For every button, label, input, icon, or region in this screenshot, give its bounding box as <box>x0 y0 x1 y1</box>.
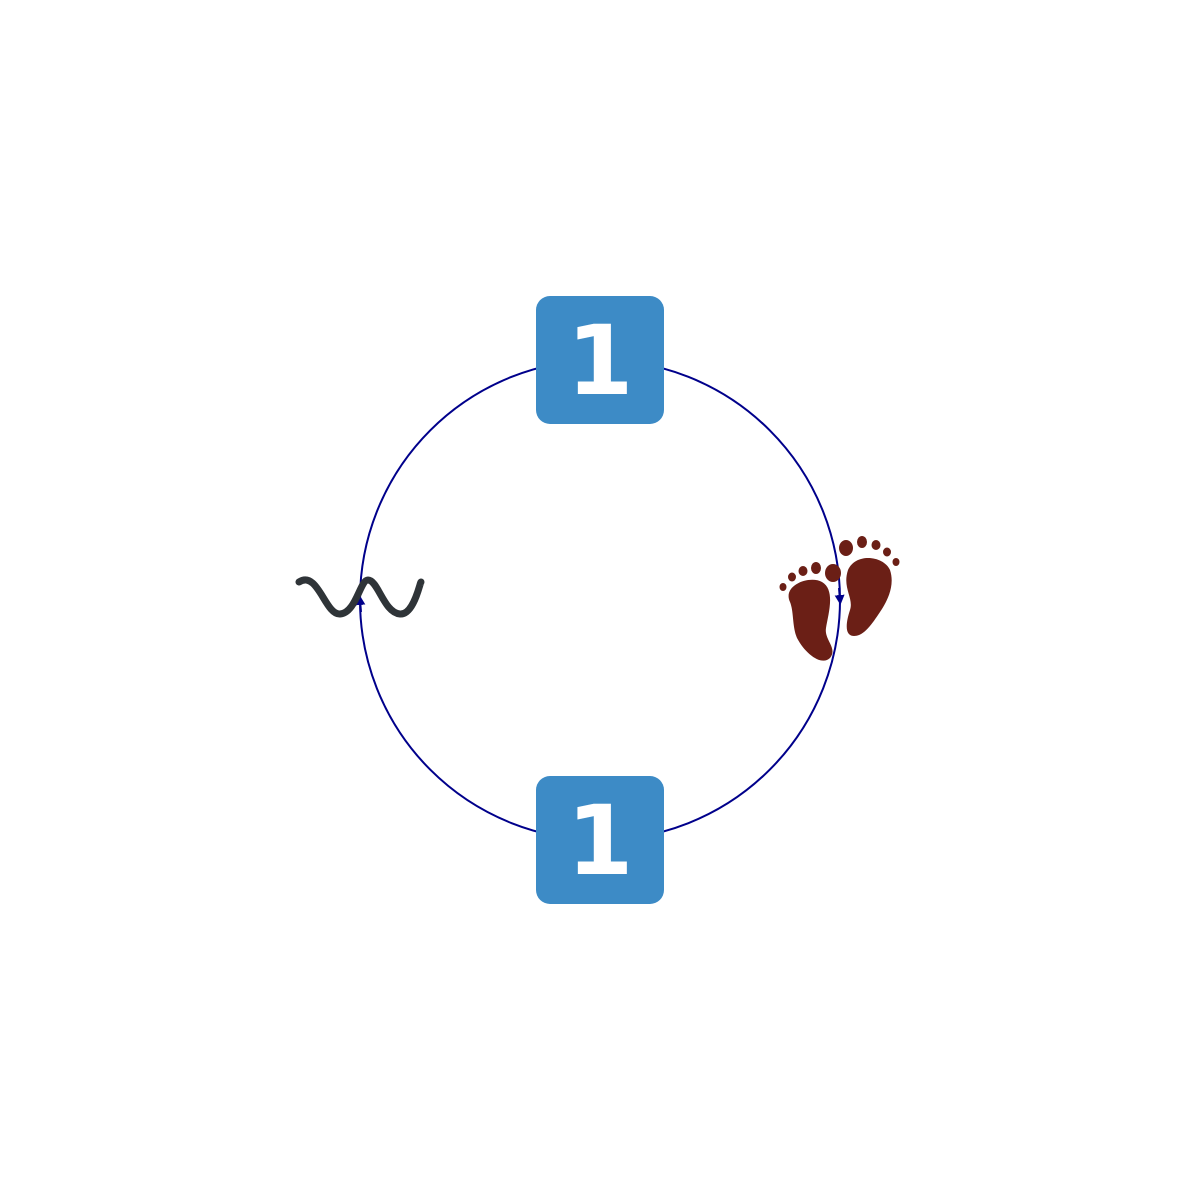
bottom-badge-label: 1 <box>567 785 634 897</box>
sine-wave-icon <box>295 576 425 618</box>
top-badge: 1 <box>536 296 664 424</box>
top-badge-label: 1 <box>567 305 634 417</box>
arrow-down-right <box>834 587 845 605</box>
footprints-icon <box>779 536 900 661</box>
bottom-badge-box <box>536 776 664 904</box>
arrow-up-left <box>355 595 366 613</box>
cycle-circle <box>359 359 841 841</box>
top-badge-box <box>536 296 664 424</box>
bottom-badge: 1 <box>536 776 664 904</box>
